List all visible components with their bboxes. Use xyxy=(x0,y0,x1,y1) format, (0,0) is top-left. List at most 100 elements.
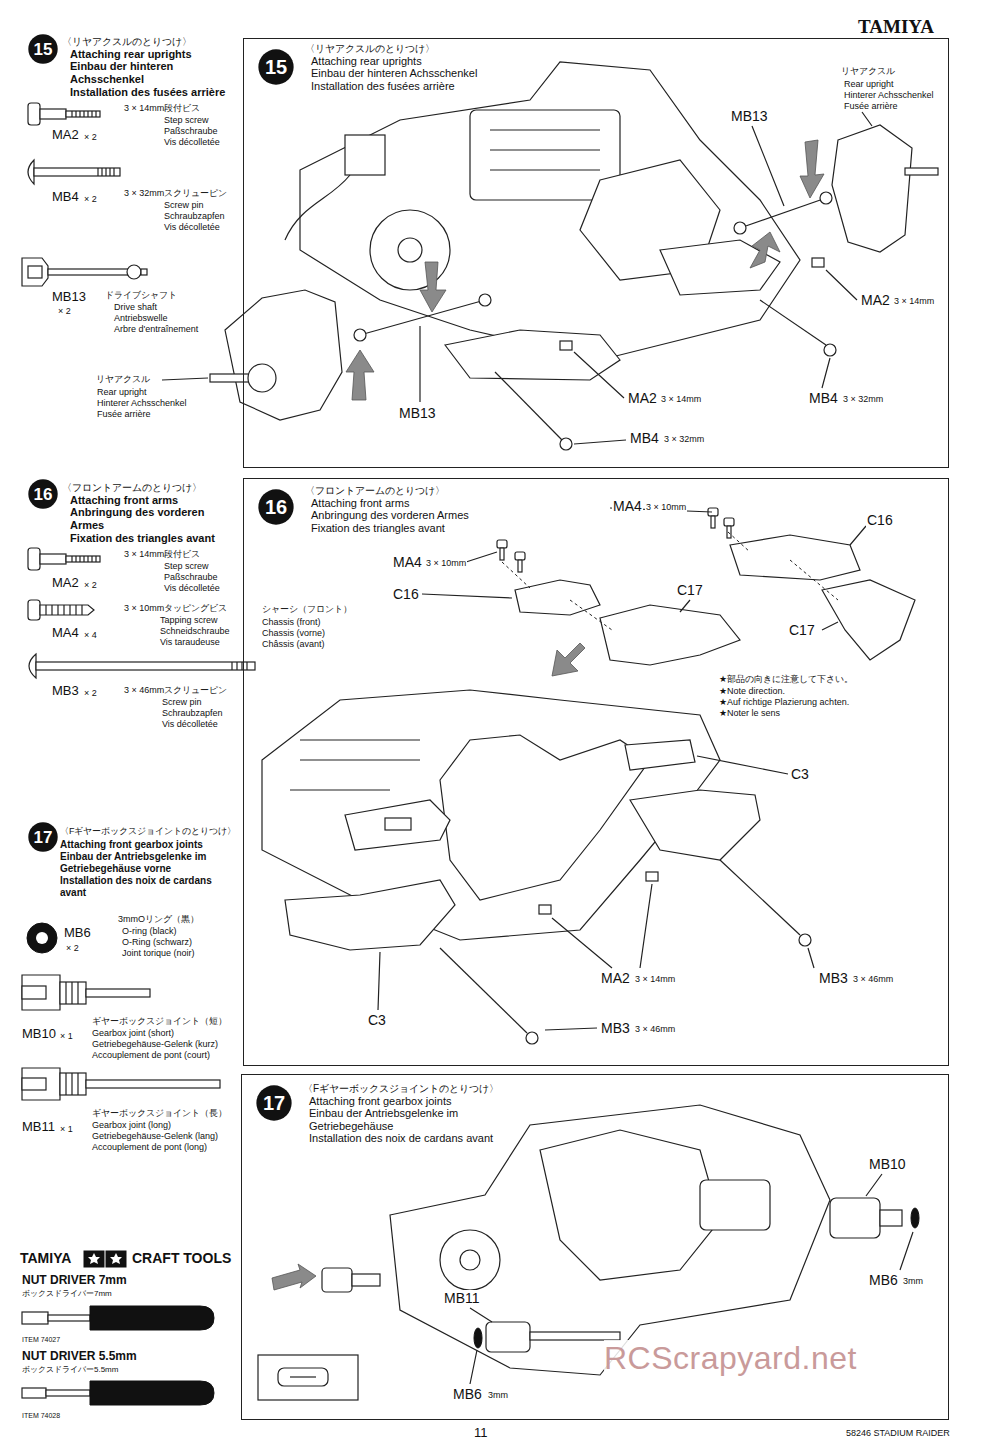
part-name: Accouplement de pont (court) xyxy=(92,1050,210,1060)
part-name: Getriebegehäuse-Gelenk (lang) xyxy=(92,1131,218,1141)
tool-name: ボックスドライバー7mm xyxy=(22,1289,112,1298)
brand-name: CRAFT TOOLS xyxy=(132,1250,231,1266)
dimension: 3 × 14mm xyxy=(634,974,676,984)
tool-name: NUT DRIVER 7mm xyxy=(22,1274,127,1288)
note: ★Auf richtige Plazierung achten. xyxy=(718,697,850,707)
heading-group: 〈フロントアームのとりつけ〉Attaching front armsAnbrin… xyxy=(311,485,571,534)
part-spec: 3 × 46mmスクリューピン xyxy=(124,685,227,695)
dimension: 3 × 32mm xyxy=(663,434,705,444)
step-circle: 16 xyxy=(28,479,58,509)
step-heading: Einbau der hinteren Achsschenkel xyxy=(311,67,571,80)
part-name: Step screw xyxy=(164,561,209,571)
dimension: 3 × 10mm xyxy=(425,558,467,568)
item-number: ITEM 74028 xyxy=(22,1412,60,1420)
heading-group: 〈Fギヤーボックスジョイントのとりつけ〉Attaching front gear… xyxy=(309,1083,514,1145)
callout-code: MB6 xyxy=(868,1272,899,1288)
note: ★Noter le sens xyxy=(718,708,781,718)
step-circle: 15 xyxy=(258,49,294,85)
callout-code: MA4 xyxy=(612,498,643,514)
part-name: Schraubzapfen xyxy=(162,708,223,718)
model-name: 58246 STADIUM RAIDER xyxy=(846,1428,950,1438)
gearbox-joint-icon xyxy=(22,1068,220,1100)
part-code: MA4 xyxy=(52,626,79,641)
part-spec: 3 × 14mm段付ビス xyxy=(124,549,200,559)
page-number: 11 xyxy=(474,1426,488,1441)
part-quantity: × 2 xyxy=(84,580,97,590)
part-spec: 3 × 14mm段付ビス xyxy=(124,103,200,113)
part-name: Gearbox joint (short) xyxy=(92,1028,174,1038)
callout-code: MA2 xyxy=(600,970,631,986)
callout-code: MB4 xyxy=(808,390,839,406)
step-heading: 〈Fギヤーボックスジョイントのとりつけ〉 xyxy=(60,826,237,836)
circle-fill xyxy=(258,489,293,524)
part-code: MB3 xyxy=(52,684,79,699)
callout-code: MB13 xyxy=(730,108,769,124)
callout-code: C3 xyxy=(367,1012,387,1028)
part-code: MA2 xyxy=(52,576,79,591)
part-quantity: × 1 xyxy=(60,1031,73,1041)
gearbox-joint-icon xyxy=(22,975,150,1010)
part-name: Fusée arrière xyxy=(97,409,151,419)
callout-code: MA2 xyxy=(627,390,658,406)
callout-code: MB4 xyxy=(629,430,660,446)
step-heading: Anbringung des vorderen Armes xyxy=(311,509,571,522)
part-name: Fusée arrière xyxy=(843,101,899,111)
step-number: 17 xyxy=(263,1093,285,1113)
part-name: Schneidschraube xyxy=(160,626,230,636)
dimension: 3 × 46mm xyxy=(634,1024,676,1034)
craft-tools-logo xyxy=(84,1251,126,1267)
tool-name: NUT DRIVER 5.5mm xyxy=(22,1350,137,1364)
part-name: Screw pin xyxy=(164,200,204,210)
step-number: 15 xyxy=(265,57,287,77)
part-spec: ギヤーボックスジョイント（短） xyxy=(92,1016,227,1026)
step-heading: 〈フロントアームのとりつけ〉 xyxy=(62,482,202,494)
step-heading: Attaching rear uprights xyxy=(70,48,192,61)
screw-pin-icon xyxy=(29,654,255,678)
part-quantity: × 2 xyxy=(84,132,97,142)
part-name: Schraubzapfen xyxy=(164,211,225,221)
callout-code: MB3 xyxy=(600,1020,631,1036)
dimension: 3 × 46mm xyxy=(852,974,894,984)
step-number: 16 xyxy=(34,486,53,503)
part-name: リヤアクスル xyxy=(96,374,150,384)
part-name: Vis décolletée xyxy=(164,137,220,147)
part-name: Chassis (vorne) xyxy=(262,628,325,638)
part-name: Tapping screw xyxy=(160,615,218,625)
step-heading: 〈Fギヤーボックスジョイントのとりつけ〉 xyxy=(303,1083,514,1095)
part-quantity: × 2 xyxy=(58,306,71,316)
part-name: Paßschraube xyxy=(164,572,218,582)
step-number: 16 xyxy=(265,497,287,517)
callout-code: MA4 xyxy=(392,554,423,570)
brand-name: TAMIYA xyxy=(20,1250,71,1266)
step-number: 15 xyxy=(34,41,53,58)
callout-code: MA2 xyxy=(860,292,891,308)
item-number: ITEM 74027 xyxy=(22,1336,60,1344)
part-spec: 3 × 10mmタッピングビス xyxy=(124,603,227,613)
step-heading: Attaching front arms xyxy=(70,494,178,507)
screwdriver-icon xyxy=(22,1381,214,1405)
part-quantity: × 4 xyxy=(84,630,97,640)
part-code: MB13 xyxy=(52,290,86,305)
step-circle: 16 xyxy=(258,489,294,525)
part-quantity: × 2 xyxy=(66,943,79,953)
leader-line xyxy=(162,112,872,444)
part-quantity: × 2 xyxy=(84,688,97,698)
part-name: Accouplement de pont (long) xyxy=(92,1142,207,1152)
callout-code: C17 xyxy=(788,622,816,638)
circle-fill xyxy=(28,479,57,508)
callout-code: C16 xyxy=(866,512,894,528)
part-name: Vis décolletée xyxy=(164,222,220,232)
step-heading: 〈リヤアクスルのとりつけ〉 xyxy=(62,36,192,48)
step-heading: Fixation des triangles avant xyxy=(70,532,215,545)
part-name: Paßschraube xyxy=(164,126,218,136)
step-screw-icon xyxy=(28,548,100,570)
part-code: MB6 xyxy=(64,926,91,941)
part-name: リヤアクスル xyxy=(840,66,896,76)
callout-code: C3 xyxy=(790,766,810,782)
step-heading: Fixation des triangles avant xyxy=(311,522,571,535)
step-heading: Anbringung des vorderen Armes xyxy=(70,506,220,531)
part-spec: ギヤーボックスジョイント（長） xyxy=(92,1108,227,1118)
step-heading: Einbau der Antriebsgelenke im Getriebege… xyxy=(309,1107,514,1132)
part-name: Joint torique (noir) xyxy=(122,948,195,958)
